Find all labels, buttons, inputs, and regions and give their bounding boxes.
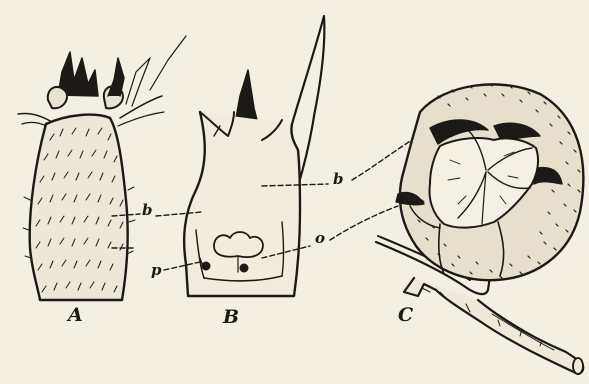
- label-b-panel-b: b: [333, 172, 344, 187]
- label-p: p: [151, 263, 162, 278]
- caption-a: A: [68, 306, 83, 325]
- panel-c-drawing: [330, 84, 583, 374]
- label-o: o: [315, 231, 325, 246]
- caption-b: B: [223, 308, 239, 327]
- panel-b-drawing: [156, 16, 328, 296]
- caption-c: C: [398, 306, 413, 325]
- label-b-panel-a: b: [142, 203, 153, 218]
